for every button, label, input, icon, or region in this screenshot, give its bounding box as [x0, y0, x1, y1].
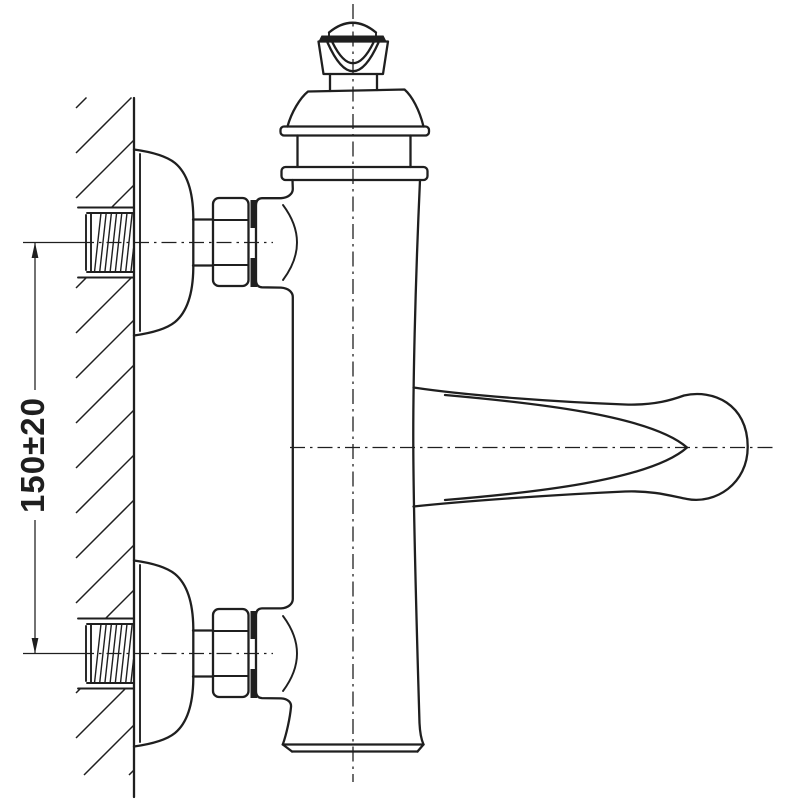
pipe-hole-outline-bottom	[77, 617, 135, 690]
base-chamfer-left	[281, 743, 294, 753]
nut-body	[211, 196, 250, 288]
connection-pipe-top	[191, 218, 215, 267]
nut-body	[211, 607, 250, 699]
hatch-line	[75, 499, 135, 559]
hatch-line	[104, 589, 135, 620]
hatch-line	[125, 212, 133, 273]
hatch-line	[104, 623, 113, 684]
body-left-outline	[254, 178, 294, 746]
hatch-line	[114, 212, 123, 273]
hatch-line	[110, 184, 135, 209]
escutcheon-top	[132, 148, 195, 337]
hatch-line	[130, 248, 135, 273]
bonnet-rim	[279, 125, 431, 137]
hatch-line	[83, 724, 135, 776]
hatch-line	[75, 276, 88, 289]
thread-hatch-top	[93, 212, 135, 273]
escutcheon-outline	[132, 148, 195, 337]
hatch-line	[75, 319, 135, 379]
hatch-line	[75, 544, 135, 604]
threaded-pipe-bottom	[85, 623, 135, 684]
hatch-line	[119, 623, 128, 684]
hatch-line	[128, 769, 135, 776]
hatch-line	[104, 212, 113, 273]
connection-pipe-bottom	[191, 629, 215, 678]
hatch-line	[75, 454, 135, 514]
handle-inner-contour	[443, 393, 689, 502]
dimension: 150±20	[14, 241, 79, 655]
diverter-knob	[317, 21, 390, 93]
body-fillet-arc-top	[282, 204, 298, 281]
hatch-line	[99, 212, 107, 273]
gasket-lower-bar	[250, 669, 257, 698]
dimension-label: 150±20	[14, 397, 51, 513]
hex-nut-bottom	[211, 607, 250, 699]
knob-grip-arc-outer	[326, 41, 380, 73]
knob-dome	[327, 21, 378, 34]
hatch-line	[75, 364, 135, 424]
hatch-line	[93, 623, 102, 684]
handle-outline	[412, 386, 749, 508]
hatch-line	[114, 623, 123, 684]
wall-hatching	[75, 96, 135, 776]
thread-hatch-bottom	[93, 623, 135, 684]
hatch-line	[75, 276, 133, 334]
escutcheon-outline	[132, 559, 195, 748]
body-fillet-arc-bottom	[282, 615, 298, 692]
gasket-lower-bar	[250, 258, 257, 287]
lever-handle	[412, 386, 749, 508]
dimension-arrow-down-icon	[31, 638, 39, 654]
hatch-line	[109, 212, 118, 273]
hatch-line	[130, 659, 135, 684]
threaded-pipe-top	[85, 212, 135, 273]
hatch-line	[75, 409, 135, 469]
bonnet-cone	[286, 88, 425, 128]
pipe-hole-outline-top	[77, 206, 135, 279]
centerlines	[79, 4, 776, 782]
knob-grip-arc-inner	[331, 41, 375, 65]
body-collar	[280, 165, 429, 182]
hatch-line	[75, 139, 135, 199]
gasket-upper-bar	[250, 200, 257, 228]
faucet-body	[254, 178, 425, 753]
knob-cap-band	[318, 35, 387, 42]
hatch-line	[119, 212, 128, 273]
body-base	[281, 743, 425, 753]
hatch-line	[125, 623, 133, 684]
base-chamfer-right	[416, 743, 425, 753]
gasket-bottom	[250, 611, 257, 698]
hex-nut-top	[211, 196, 250, 288]
hatch-line	[75, 96, 133, 154]
gasket-top	[250, 200, 257, 287]
dimension-arrow-up-icon	[31, 242, 39, 258]
hatch-line	[75, 96, 88, 109]
hatch-line	[99, 623, 107, 684]
knob-body	[317, 40, 390, 76]
body-right-outline	[412, 178, 425, 746]
bonnet-assembly	[279, 88, 431, 182]
gasket-upper-bar	[250, 611, 257, 639]
wall-section	[75, 96, 136, 799]
escutcheon-bottom	[132, 559, 195, 748]
hatch-line	[93, 212, 102, 273]
hatch-line	[109, 623, 118, 684]
hatch-line	[75, 687, 127, 739]
